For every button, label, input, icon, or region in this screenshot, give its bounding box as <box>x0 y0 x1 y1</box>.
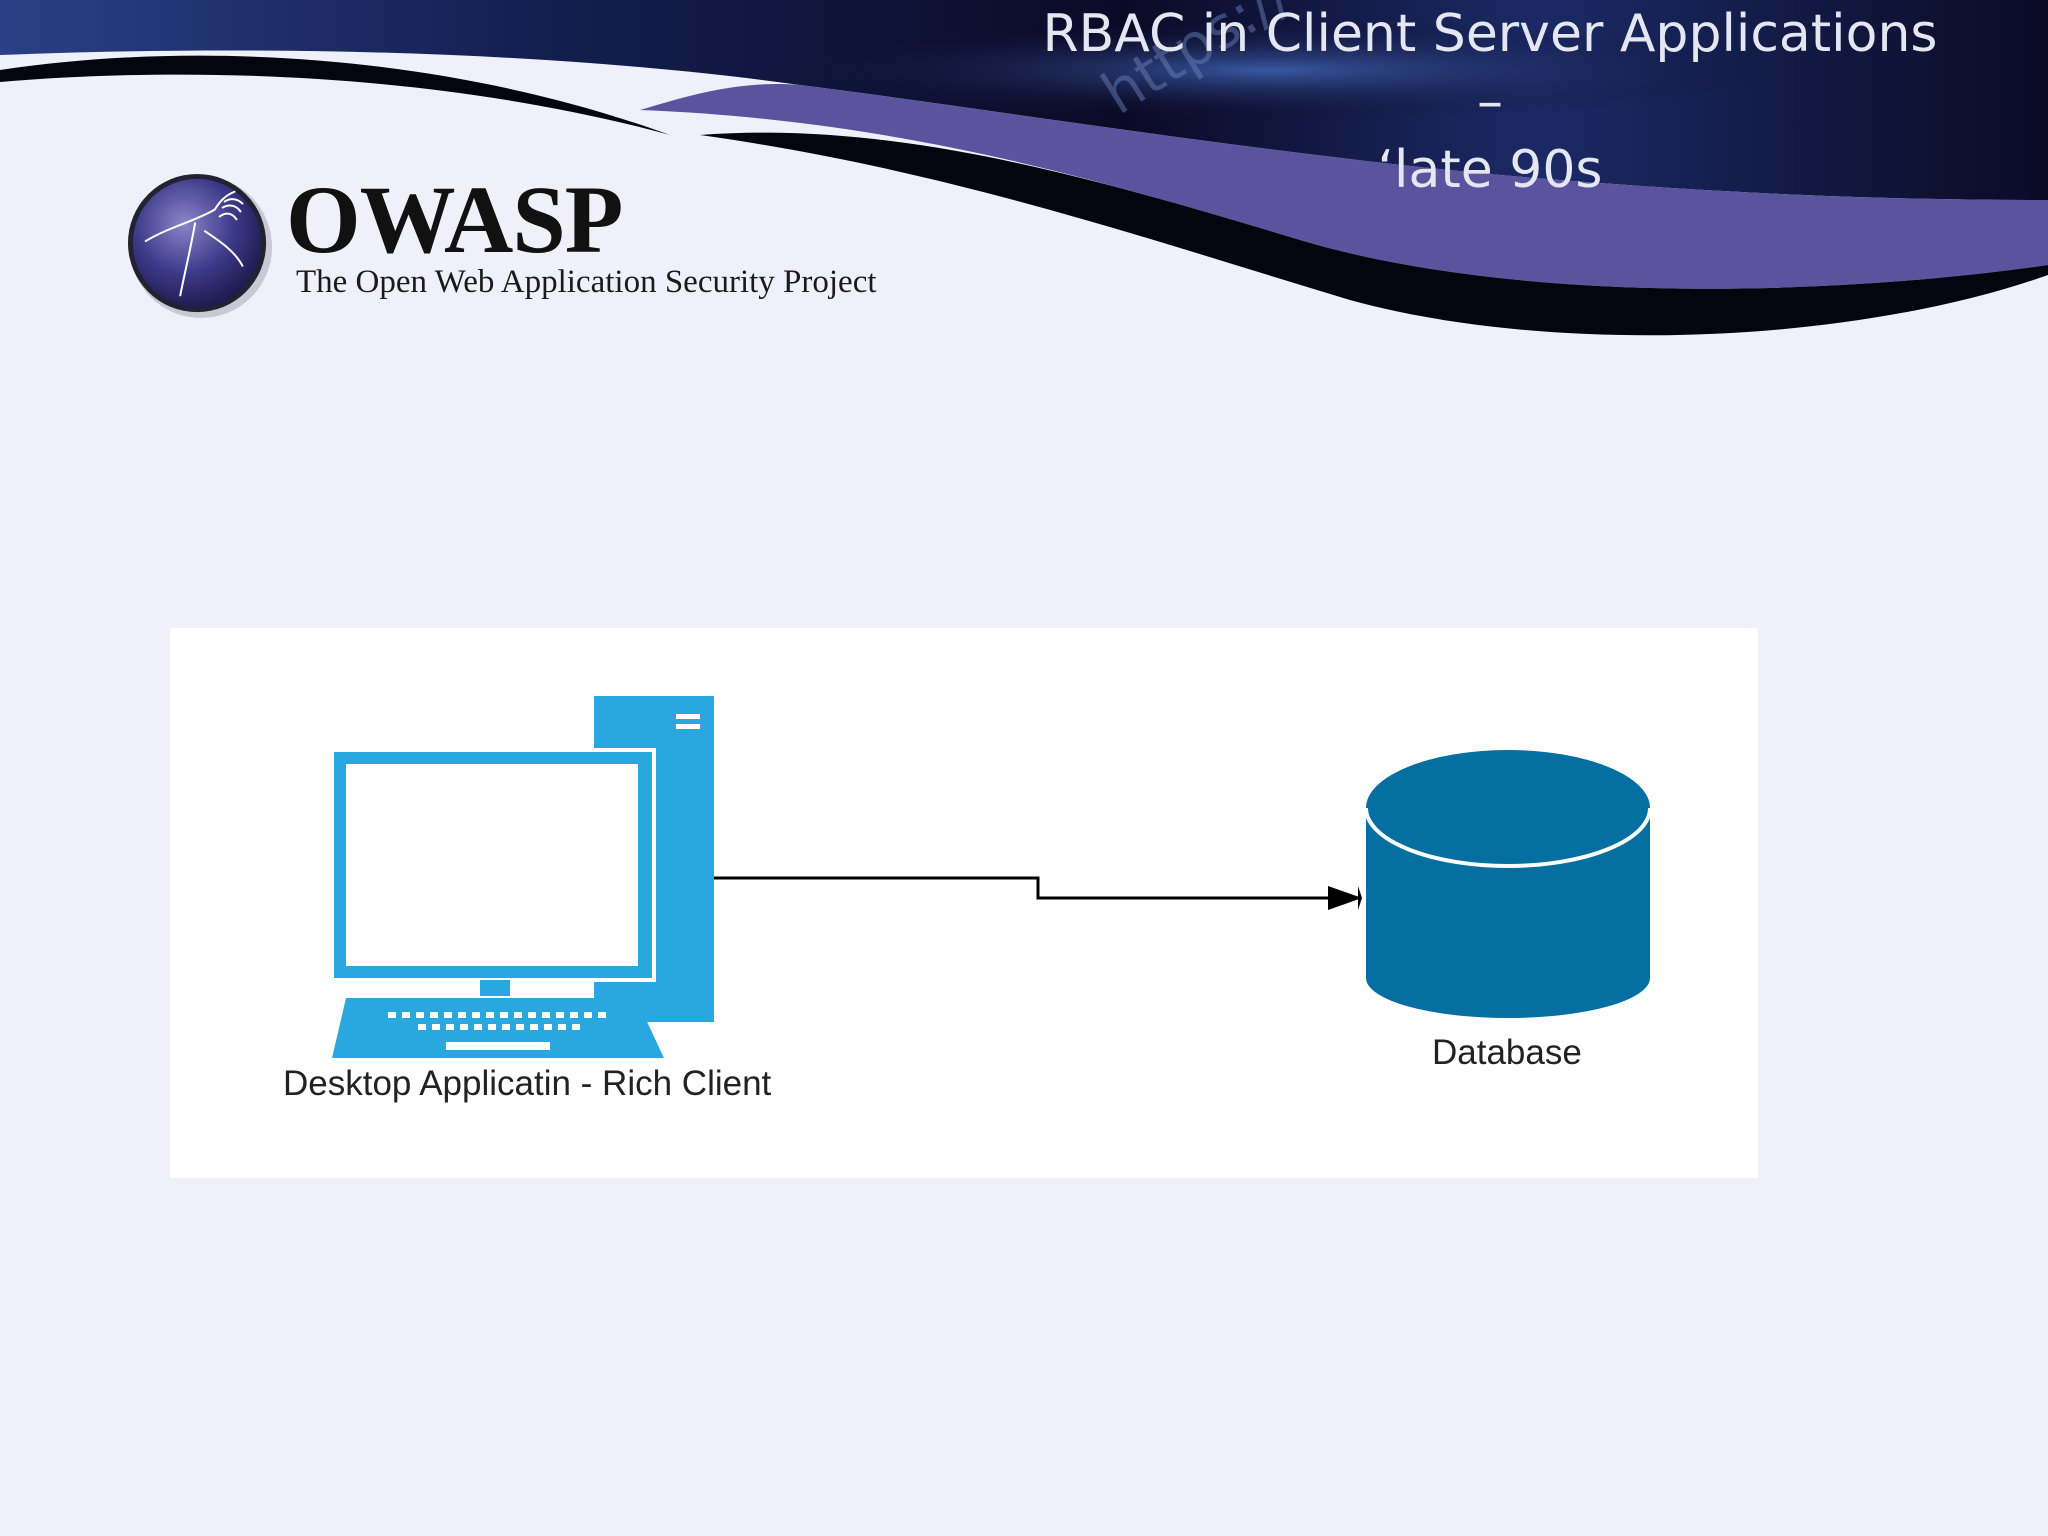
computer-screen <box>346 764 638 966</box>
database-cylinder-body <box>1366 808 1650 1018</box>
architecture-diagram <box>330 696 1652 1058</box>
client-to-database-connector <box>714 876 1362 910</box>
database-cylinder-top <box>1366 750 1650 866</box>
banner-left-swoosh <box>0 55 670 135</box>
client-label: Desktop Applicatin - Rich Client <box>283 1064 772 1103</box>
database-label: Database <box>1432 1033 1582 1072</box>
connector-arrowhead <box>1328 886 1362 910</box>
header-banner <box>0 0 2048 336</box>
database-icon <box>1364 750 1652 1018</box>
owasp-wordmark: OWASP <box>286 166 623 273</box>
banner-purple-swoosh <box>640 84 2048 289</box>
owasp-logo: OWASP The Open Web Application Security … <box>126 170 906 320</box>
slide-title: RBAC in Client Server Applications – ‘la… <box>1040 0 1940 204</box>
slide-title-line1: RBAC in Client Server Applications – <box>1042 4 1938 132</box>
slide-title-line2: ‘late 90s <box>1377 140 1603 200</box>
owasp-wasp-icon <box>127 173 273 319</box>
desktop-computer-icon <box>330 696 714 1058</box>
computer-keyboard <box>332 998 664 1058</box>
banner-black-curve <box>700 132 2048 336</box>
diagram-panel: Desktop Applicatin - Rich Client Databas… <box>170 628 1758 1178</box>
owasp-tagline: The Open Web Application Security Projec… <box>296 264 877 300</box>
